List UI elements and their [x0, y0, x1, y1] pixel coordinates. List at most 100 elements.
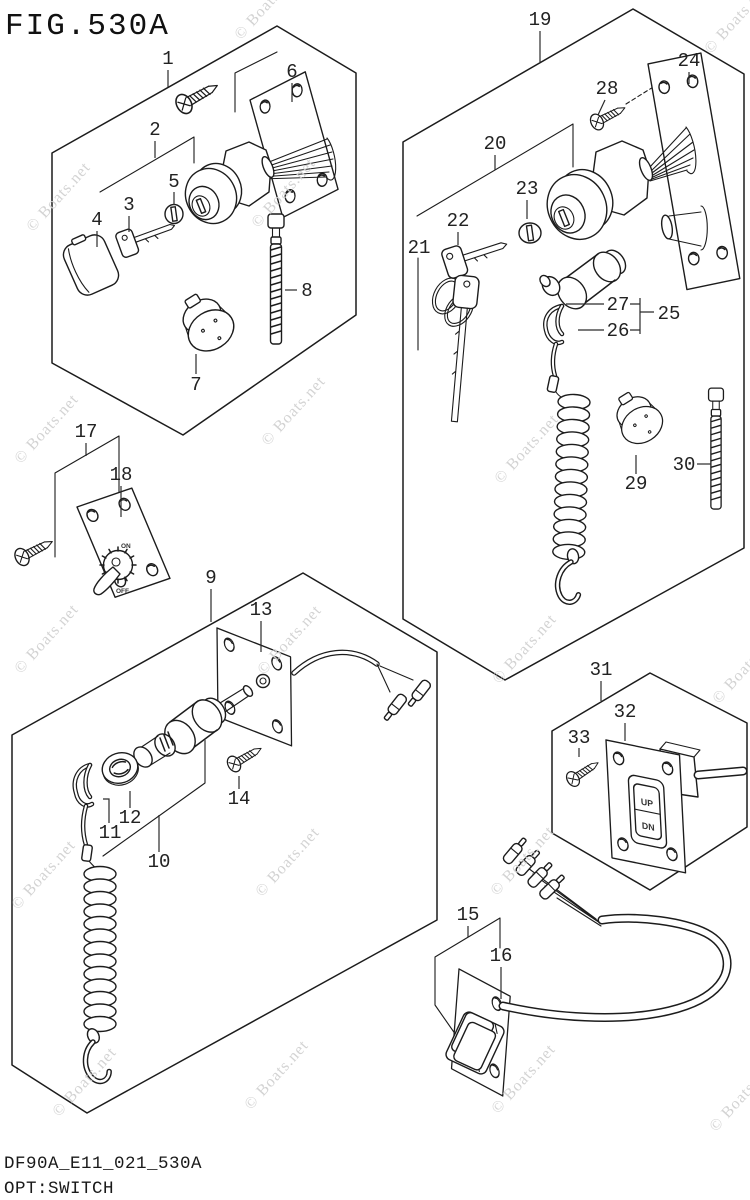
- switch-cable: [498, 835, 732, 1022]
- part-label-30: 30: [673, 454, 696, 476]
- watermark: © Boats.net: [231, 0, 302, 43]
- panel-31-outline: [551, 672, 748, 891]
- bracket-panel-15: [434, 917, 501, 1039]
- ignition-key-3: [115, 223, 176, 258]
- watermark: © Boats.net: [8, 837, 79, 913]
- panel-17-rotary-switch-assy: ON OFF: [11, 487, 171, 598]
- panel-1-ignition-switch-assy: [62, 71, 339, 360]
- watermark: © Boats.net: [489, 611, 560, 687]
- part-label-29: 29: [625, 473, 648, 495]
- emergency-stop-switch-25: [539, 249, 627, 310]
- part-label-2: 2: [149, 119, 160, 141]
- ignition-switch-body: [184, 141, 275, 225]
- rotary-switch-knob: ON OFF: [93, 543, 137, 596]
- part-label-25: 25: [658, 303, 681, 325]
- lock-plate-26: [543, 303, 573, 402]
- part-label-1: 1: [162, 48, 173, 70]
- strap-8-icon: [267, 213, 285, 345]
- part-label-18: 18: [110, 464, 133, 486]
- watermark: © Boats.net: [23, 159, 94, 235]
- bullet-connector-icon: [380, 691, 409, 724]
- rocker-switch-plate-32: UP DN: [605, 739, 687, 874]
- panel-19-outline: [402, 8, 745, 681]
- part-label-17: 17: [75, 421, 98, 443]
- rotary-on-label: ON: [121, 543, 131, 550]
- screw-1-icon: [171, 75, 223, 118]
- bracket-plate-6: [234, 51, 278, 113]
- part-label-8: 8: [301, 280, 312, 302]
- part-label-27: 27: [607, 294, 630, 316]
- part-label-33: 33: [568, 727, 591, 749]
- panel-15-button-switch-assy: [445, 968, 511, 1097]
- mounting-plate-13: [216, 627, 293, 747]
- switch-cap-29-icon: [604, 383, 671, 452]
- panel-1-outline: [51, 25, 357, 436]
- screw-28-icon: [587, 99, 630, 133]
- part-label-22: 22: [447, 210, 470, 232]
- subgroup-brackets: [54, 51, 574, 1039]
- lanyard-coil-icon: [83, 865, 117, 1033]
- key-cover-4: [62, 234, 120, 296]
- rocker-down-label: DN: [642, 820, 655, 833]
- part-label-32: 32: [614, 701, 637, 723]
- bracket-key-set-2: [99, 136, 195, 193]
- screw-33-icon: [563, 755, 604, 790]
- watermark: © Boats.net: [241, 1037, 312, 1113]
- wire-harness-13: [255, 649, 433, 724]
- lock-plate-11: [72, 762, 101, 873]
- part-label-21: 21: [408, 237, 431, 259]
- watermark: © Boats.net: [701, 0, 750, 57]
- part-label-23: 23: [516, 178, 539, 200]
- watermark: © Boats.net: [709, 631, 750, 707]
- part-label-4: 4: [91, 209, 102, 231]
- part-label-13: 13: [250, 599, 273, 621]
- footer-caption: OPT:SWITCH: [4, 1179, 114, 1199]
- mounting-plate-18: [76, 487, 171, 598]
- leader-lines: [85, 31, 711, 999]
- ignition-switch-wires: [648, 126, 697, 182]
- part-label-16: 16: [490, 945, 513, 967]
- footer-code: DF90A_E11_021_530A: [4, 1154, 202, 1174]
- watermark: © Boats.net: [11, 391, 82, 467]
- part-labels: 1 2 3 4 5 6 7 8 9 10 11 12 13 14 15 16 1…: [75, 9, 701, 967]
- panel-9-outline: [11, 572, 438, 1114]
- part-label-19: 19: [529, 9, 552, 31]
- part-label-24: 24: [678, 50, 701, 72]
- part-label-14: 14: [228, 788, 251, 810]
- part-label-12: 12: [119, 807, 142, 829]
- strap-30-icon: [707, 387, 725, 510]
- watermark: © Boats.net: [11, 601, 82, 677]
- watermark: © Boats.net: [706, 1059, 750, 1135]
- washer-23: [518, 222, 542, 244]
- part-label-15: 15: [457, 904, 480, 926]
- bracket-switch-20: [416, 123, 574, 217]
- mounting-tube: [660, 205, 708, 251]
- washer-5: [164, 203, 184, 225]
- part-label-6: 6: [286, 61, 297, 83]
- rocker-up-label: UP: [641, 796, 654, 808]
- part-label-3: 3: [123, 194, 134, 216]
- bracket-panel-17: [54, 435, 120, 558]
- ignition-switch-20: [546, 140, 654, 241]
- panel-9-stop-switch-assy: [72, 627, 433, 1083]
- rotary-off-label: OFF: [116, 588, 129, 595]
- part-label-5: 5: [168, 171, 179, 193]
- ignition-switch-wires: [258, 137, 337, 181]
- switch-cap-7-icon: [169, 283, 243, 360]
- panel-19-ignition-lanyard-assy: [431, 52, 741, 604]
- part-label-11: 11: [99, 822, 122, 844]
- watermark: © Boats.net: [258, 373, 329, 449]
- part-label-10: 10: [148, 851, 171, 873]
- ignition-key-22: [441, 242, 508, 279]
- nut-12: [101, 751, 139, 786]
- screw-14-icon: [224, 740, 266, 775]
- spare-key: [450, 274, 480, 423]
- watermark: © Boats.net: [491, 411, 562, 487]
- part-label-9: 9: [205, 567, 216, 589]
- screw-icon: [11, 532, 58, 569]
- part-label-31: 31: [590, 659, 613, 681]
- watermark: © Boats.net: [252, 824, 323, 900]
- stop-switch-10: [133, 685, 254, 768]
